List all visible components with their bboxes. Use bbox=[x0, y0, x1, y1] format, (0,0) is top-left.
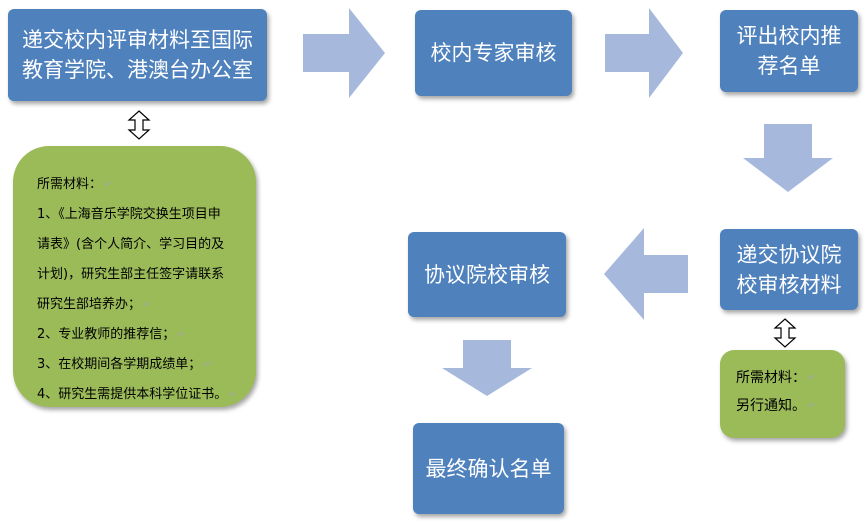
double-arrow-left-shape bbox=[127, 110, 151, 140]
submit-materials-label: 递交校内评审材料至国际教育学院、港澳台办公室 bbox=[22, 28, 253, 82]
internal-review-box: 校内专家审核 bbox=[415, 10, 572, 96]
double-arrow-left bbox=[127, 110, 151, 140]
note-item-1a: 1、《上海音乐学院交换生项目申 bbox=[37, 207, 221, 222]
partner-note-body: 另行通知。 bbox=[736, 398, 806, 414]
paragraph-mark: ↵ bbox=[177, 330, 185, 340]
paragraph-mark: ↵ bbox=[808, 401, 816, 411]
note-item-1c: 计划)，研究生部主任签字请联系 bbox=[37, 267, 225, 282]
submit-partner-materials-box: 递交协议院校审核材料 bbox=[720, 229, 858, 310]
recommend-list-box: 评出校内推荐名单 bbox=[720, 10, 858, 92]
paragraph-mark: ↵ bbox=[203, 360, 211, 370]
left-arrow bbox=[604, 228, 688, 320]
down-arrow-1-shape bbox=[743, 124, 833, 192]
left-arrow-shape bbox=[604, 228, 688, 320]
down-arrow-1 bbox=[743, 124, 833, 192]
note-item-1d: 研究生部培养办； bbox=[37, 297, 142, 312]
double-arrow-right bbox=[773, 318, 797, 348]
paragraph-mark: ↵ bbox=[143, 300, 151, 310]
note-item-1b: 请表》(含个人简介、学习目的及 bbox=[37, 237, 225, 252]
paragraph-mark: ↵ bbox=[808, 373, 816, 383]
partner-review-label: 协议院校审核 bbox=[424, 262, 550, 287]
paragraph-mark: ↵ bbox=[229, 390, 237, 400]
paragraph-mark: ↵ bbox=[104, 180, 112, 190]
down-arrow-2-shape bbox=[442, 340, 532, 396]
final-list-box: 最终确认名单 bbox=[413, 423, 564, 514]
double-arrow-right-shape bbox=[773, 318, 797, 348]
note-item-3: 3、在校期间各学期成绩单； bbox=[37, 357, 202, 372]
submit-materials-box: 递交校内评审材料至国际教育学院、港澳台办公室 bbox=[8, 9, 267, 101]
right-arrow-2-shape bbox=[605, 8, 683, 98]
submit-partner-materials-label: 递交协议院校审核材料 bbox=[736, 242, 842, 297]
right-arrow-2 bbox=[605, 8, 683, 98]
required-materials-note: 所需材料：↵ 1、《上海音乐学院交换生项目申 请表》(含个人简介、学习目的及 计… bbox=[13, 146, 256, 407]
partner-note-title: 所需材料： bbox=[736, 370, 806, 386]
recommend-list-label: 评出校内推荐名单 bbox=[736, 24, 842, 78]
note-item-2: 2、专业教师的推荐信； bbox=[37, 327, 176, 342]
final-list-label: 最终确认名单 bbox=[425, 456, 552, 481]
partner-review-box: 协议院校审核 bbox=[408, 232, 566, 317]
right-arrow-1-shape bbox=[303, 8, 385, 98]
partner-materials-note: 所需材料：↵ 另行通知。↵ bbox=[720, 350, 845, 438]
note-item-4: 4、研究生需提供本科学位证书。 bbox=[37, 387, 228, 402]
down-arrow-2 bbox=[442, 340, 532, 396]
note-title: 所需材料： bbox=[37, 177, 103, 192]
internal-review-label: 校内专家审核 bbox=[430, 41, 557, 65]
right-arrow-1 bbox=[303, 8, 385, 98]
